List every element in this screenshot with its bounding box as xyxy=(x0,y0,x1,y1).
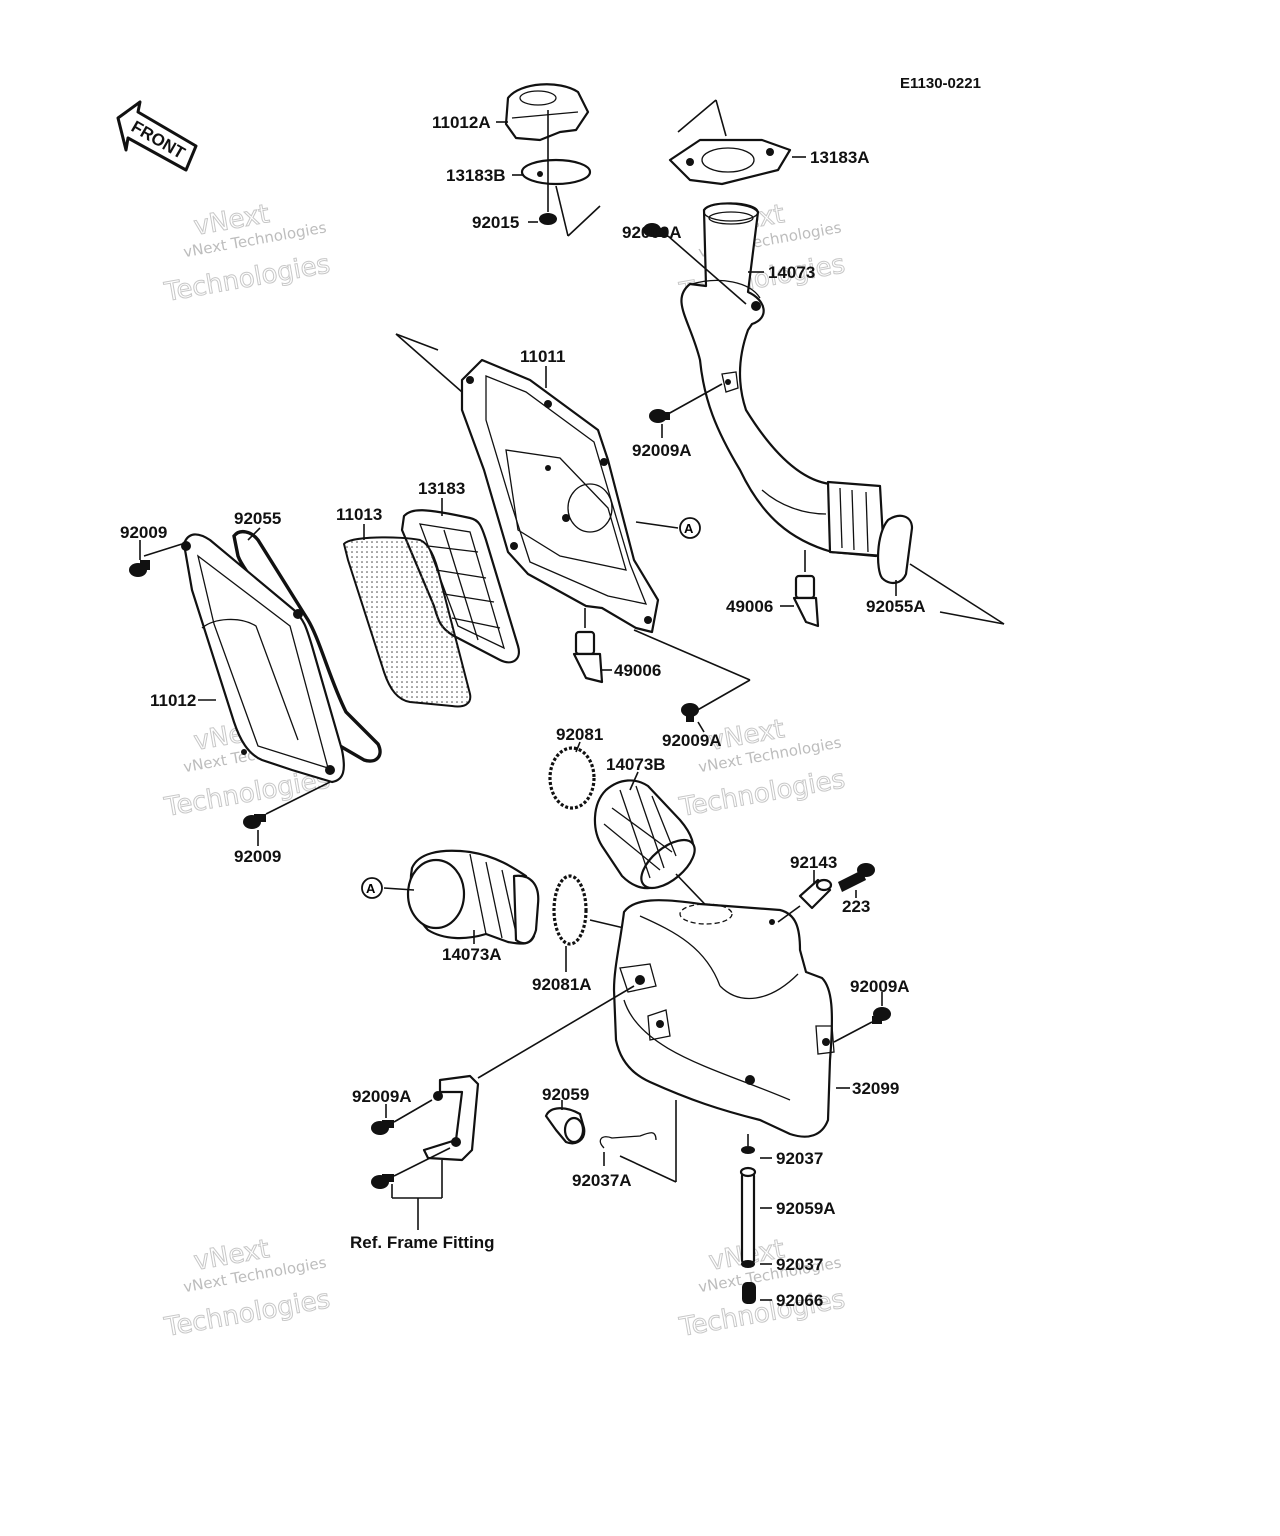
label-92143: 92143 xyxy=(790,853,837,872)
label-14073: 14073 xyxy=(768,263,815,282)
label-92081: 92081 xyxy=(556,725,603,744)
svg-text:A: A xyxy=(366,881,376,896)
air-cleaner-housing-11011 xyxy=(460,358,660,634)
label-13183A: 13183A xyxy=(810,148,870,167)
bolt-92009-top xyxy=(129,560,150,577)
label-32099: 32099 xyxy=(852,1079,899,1098)
svg-text:A: A xyxy=(684,521,694,536)
label-49006-right: 49006 xyxy=(726,597,773,616)
gasket-92055A xyxy=(876,514,914,584)
diagram-code: E1130-0221 xyxy=(900,75,981,92)
bolt-92009A-right xyxy=(872,1007,891,1024)
bolt-92009-bottom xyxy=(243,814,266,829)
clip-92037A xyxy=(599,1132,657,1149)
label-92009A-left: 92009A xyxy=(352,1087,412,1106)
cover-11012 xyxy=(181,533,345,784)
nut-92015 xyxy=(539,213,557,225)
label-92037-bottom: 92037 xyxy=(776,1255,823,1274)
drain-tube-92059A xyxy=(739,1166,757,1266)
bolt-92009A-low xyxy=(681,703,699,722)
label-92066: 92066 xyxy=(776,1291,823,1310)
label-92009A-low: 92009A xyxy=(662,731,722,750)
bolt-92009A-top xyxy=(643,223,668,237)
cover-11012A xyxy=(504,83,590,142)
label-92055: 92055 xyxy=(234,509,281,528)
label-92059A: 92059A xyxy=(776,1199,836,1218)
label-13183: 13183 xyxy=(418,479,465,498)
filter-element-11013 xyxy=(342,536,472,708)
clamp-92081A xyxy=(552,874,588,946)
label-13183B: 13183B xyxy=(446,166,506,185)
air-box-32099 xyxy=(612,899,835,1138)
label-11011: 11011 xyxy=(520,347,565,366)
label-92009-bottom: 92009 xyxy=(234,847,281,866)
label-11013: 11013 xyxy=(336,505,382,524)
gasket-13183B xyxy=(520,158,592,186)
plug-92066 xyxy=(742,1282,756,1304)
drain-cap-49006-right xyxy=(792,574,820,628)
frame-fitting-bracket xyxy=(422,1074,480,1162)
label-92015: 92015 xyxy=(472,213,519,232)
label-11012A: 11012A xyxy=(432,113,491,132)
clamp-92037-bottom xyxy=(741,1260,755,1268)
label-ref-frame-fitting: Ref. Frame Fitting xyxy=(350,1233,495,1252)
label-223: 223 xyxy=(842,897,870,916)
front-arrow-icon: FRONT xyxy=(116,100,198,172)
label-92081A: 92081A xyxy=(532,975,592,994)
label-11012: 11012 xyxy=(150,691,196,710)
intake-boot-14073B xyxy=(593,779,696,890)
intake-duct-14073A xyxy=(406,849,540,945)
label-92055A: 92055A xyxy=(866,597,926,616)
bolt-223 xyxy=(838,863,875,892)
gasket-13183A xyxy=(668,138,792,186)
collar-92143 xyxy=(798,878,833,910)
elbow-92059 xyxy=(544,1107,586,1145)
label-92009-top: 92009 xyxy=(120,523,167,542)
label-92037A: 92037A xyxy=(572,1171,632,1190)
bolt-92009A-left xyxy=(371,1120,394,1135)
bolt-frame-lower xyxy=(371,1174,394,1189)
label-14073B: 14073B xyxy=(606,755,666,774)
drain-cap-49006-center xyxy=(572,630,604,684)
label-49006-center: 49006 xyxy=(614,661,661,680)
label-92009A-top: 92009A xyxy=(622,223,682,242)
label-92009A-right: 92009A xyxy=(850,977,910,996)
label-92059: 92059 xyxy=(542,1085,589,1104)
label-92009A-mid: 92009A xyxy=(632,441,692,460)
intake-duct-14073 xyxy=(680,202,886,558)
clamp-92037-top xyxy=(741,1146,755,1154)
label-14073A: 14073A xyxy=(442,945,502,964)
ref-marker-A-upper: A xyxy=(679,517,701,539)
bolt-92009A-mid xyxy=(649,409,670,423)
ref-marker-A-lower: A xyxy=(361,877,383,899)
label-92037-top: 92037 xyxy=(776,1149,823,1168)
clamp-92081 xyxy=(548,746,596,810)
